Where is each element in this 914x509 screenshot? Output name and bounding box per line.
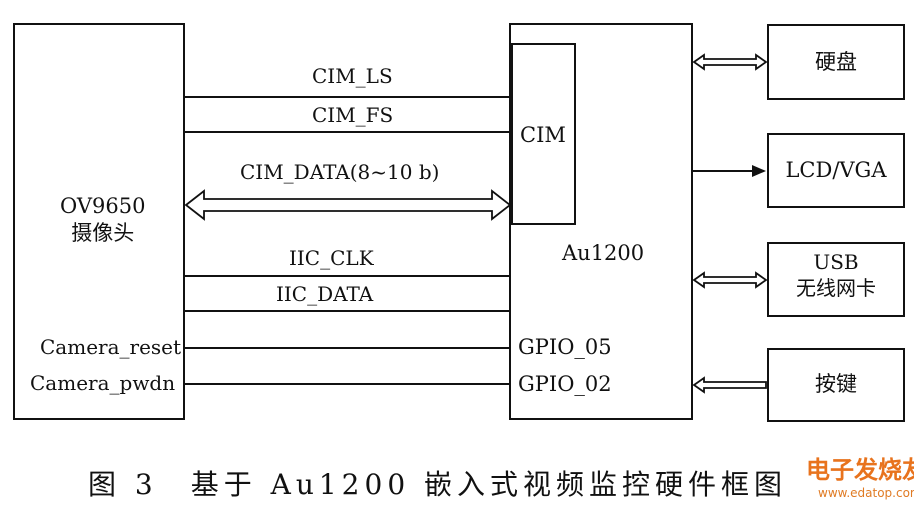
keys-box [767,348,905,422]
watermark-logo: 电子发烧友 [806,456,914,484]
au1200-box [509,23,693,420]
cim-box [511,43,576,225]
usb-box [767,242,905,317]
keys-input-arrow [692,376,767,394]
camera-reset-label: Camera_reset [40,335,182,359]
keys-label: 按键 [815,372,857,396]
figure-caption: 图 3 基于 Au1200 嵌入式视频监控硬件框图 [88,468,788,501]
cim-fs-label: CIM_FS [312,103,394,127]
usb-bus-arrow [692,271,768,289]
iic-clk-label: IIC_CLK [289,246,374,270]
usb-label-line1: USB [813,250,859,274]
lcd-box [767,133,905,208]
gpio05-label: GPIO_05 [518,335,612,359]
cim-ls-label: CIM_LS [312,64,393,88]
usb-label-line2: 无线网卡 [796,276,876,300]
hdd-label: 硬盘 [815,50,857,74]
hdd-bus-arrow [692,53,768,71]
ov9650-label: OV9650 摄像头 [60,196,145,244]
cim-data-label: CIM_DATA(8~10 b) [240,160,440,184]
gpio02-label: GPIO_02 [518,372,612,396]
cim-label: CIM [520,123,566,147]
watermark-url: www.edatop.com [818,486,914,500]
au1200-label: Au1200 [562,241,645,265]
usb-label: USB 无线网卡 [768,252,904,298]
cim-data-bus-arrow [184,189,512,221]
camera-pwdn-label: Camera_pwdn [30,371,176,395]
hdd-box [767,24,905,100]
ov9650-camera-text: 摄像头 [71,221,135,245]
lcd-label: LCD/VGA [785,158,887,182]
lcd-arrow-head [752,165,766,177]
iic-data-label: IIC_DATA [276,282,374,306]
ov9650-model: OV9650 [60,194,146,218]
ov9650-box [13,23,185,420]
